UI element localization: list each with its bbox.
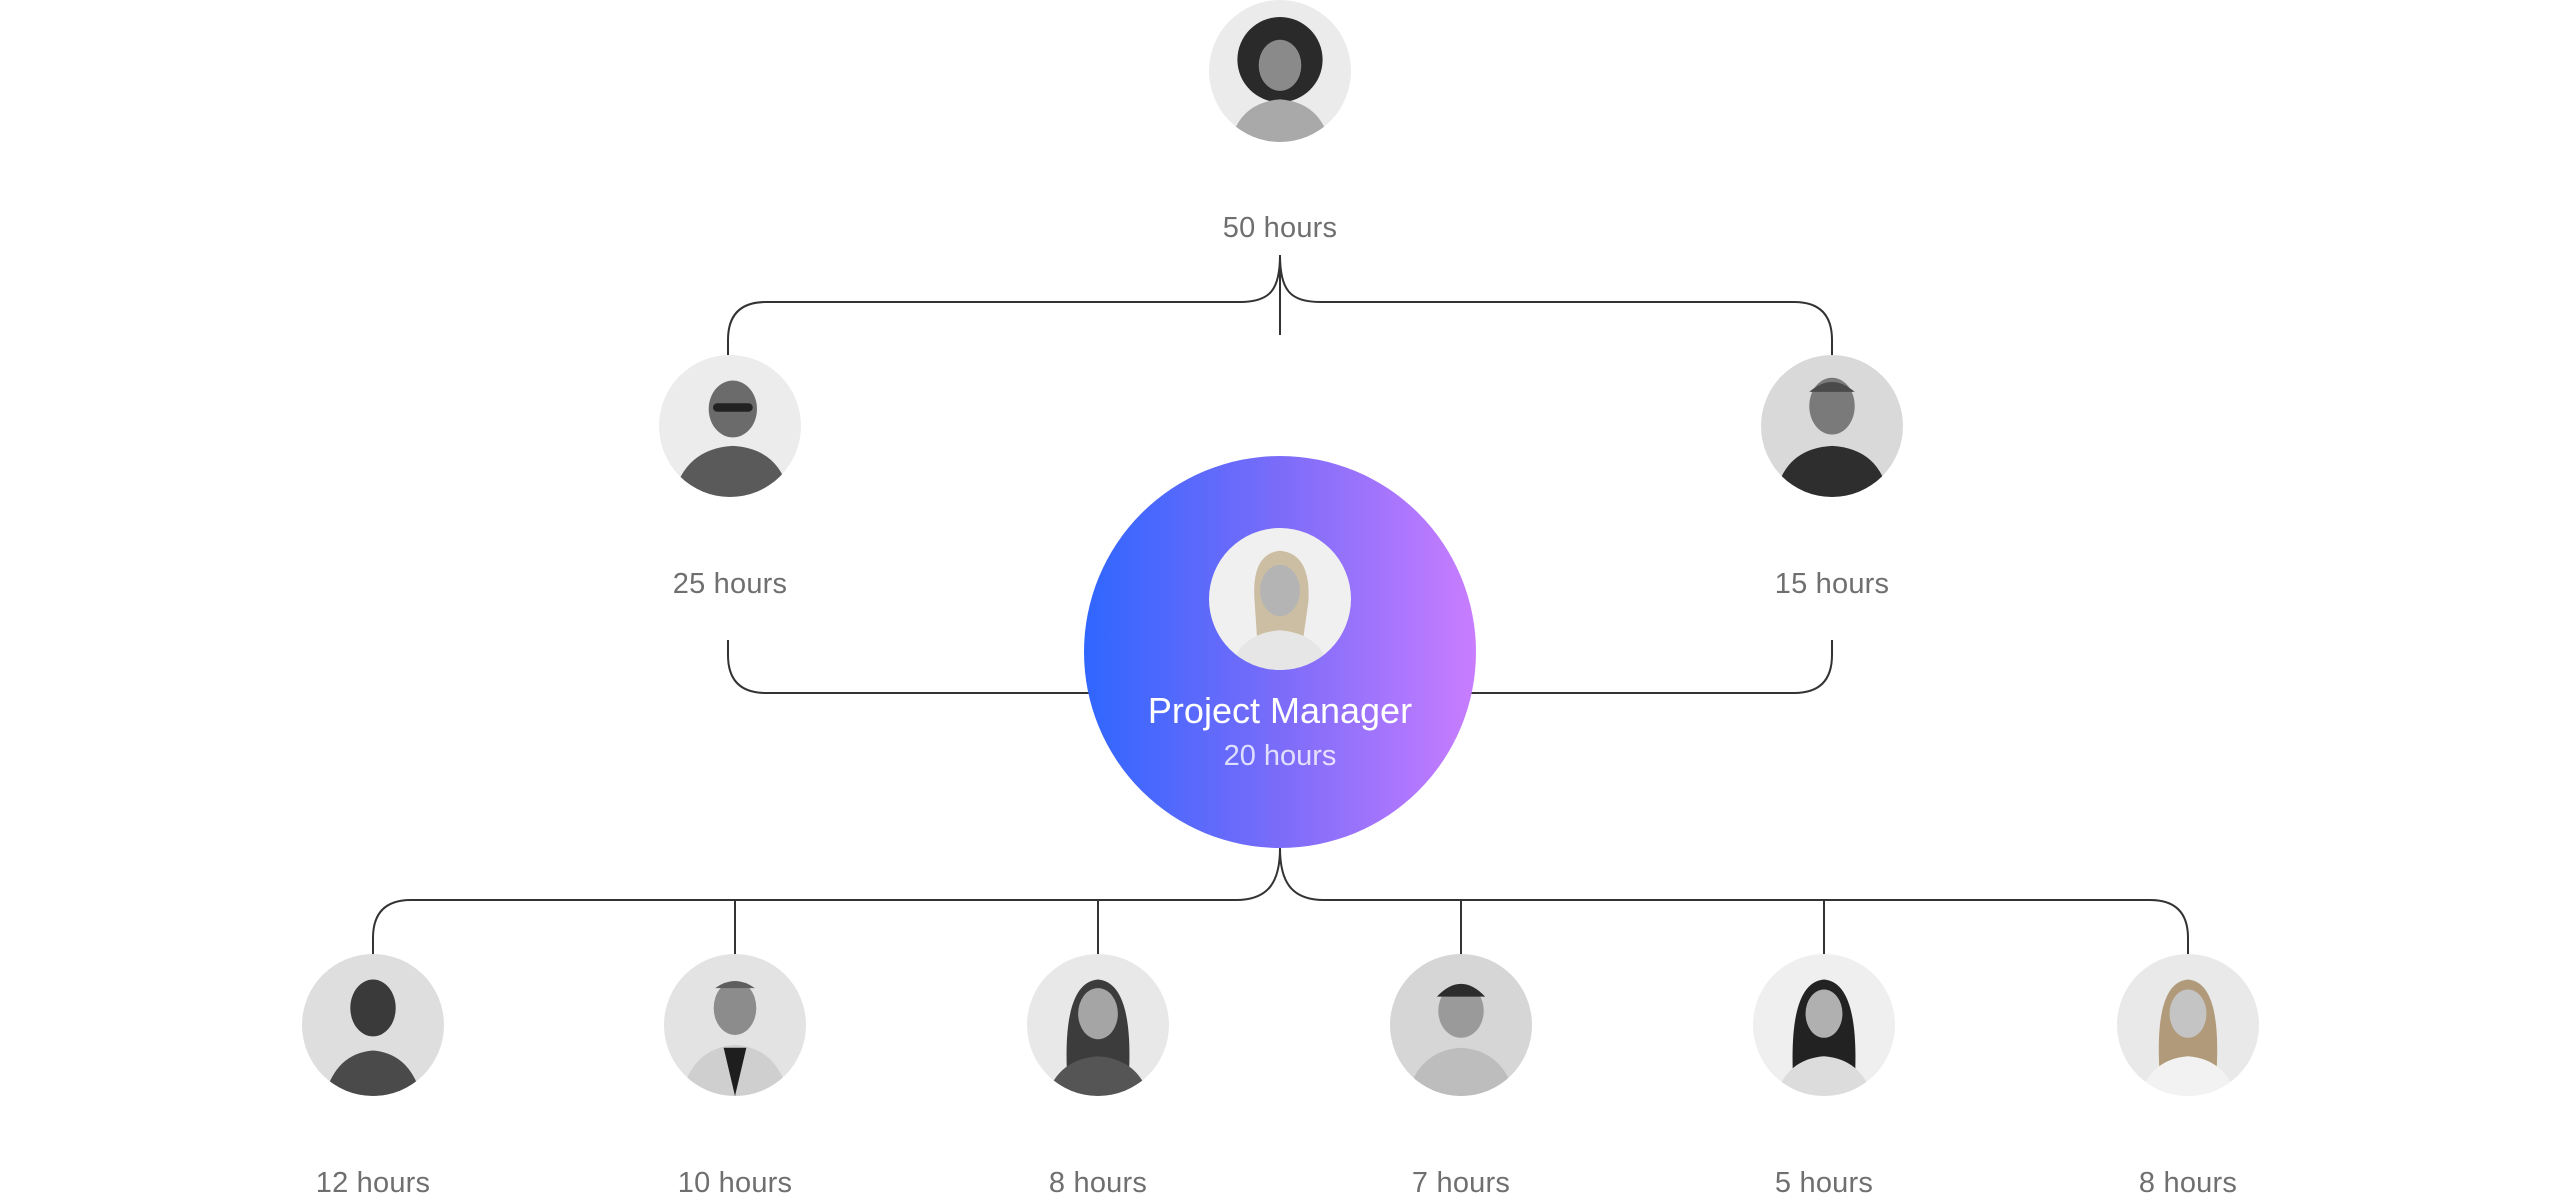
project-manager-hours: 20 hours xyxy=(1223,740,1337,772)
team-5-hours: 5 hours xyxy=(1774,1167,1874,1199)
avatar-lead-left xyxy=(659,355,801,497)
connector-pm-right-branch xyxy=(1279,847,2189,956)
project-manager-title: Project Manager xyxy=(1147,690,1413,731)
lead-left-hours: 25 hours xyxy=(672,568,788,600)
connector-top-right xyxy=(1279,254,1833,355)
lead-right-hours: 15 hours xyxy=(1774,568,1890,600)
avatar-top xyxy=(1209,0,1351,142)
avatar-project-manager xyxy=(1209,528,1351,670)
team-6-hours: 8 hours xyxy=(2138,1167,2238,1199)
connector-pm-left-branch xyxy=(372,847,1281,956)
avatar-team-4 xyxy=(1390,954,1532,1096)
team-2-hours: 10 hours xyxy=(677,1167,793,1199)
team-1-hours: 12 hours xyxy=(315,1167,431,1199)
avatar-team-3 xyxy=(1027,954,1169,1096)
team-4-hours: 7 hours xyxy=(1411,1167,1511,1199)
connector-left-pm xyxy=(727,640,1090,694)
top-hours: 50 hours xyxy=(1222,212,1338,244)
connector-top-left xyxy=(727,254,1281,355)
avatar-team-6 xyxy=(2117,954,2259,1096)
team-3-hours: 8 hours xyxy=(1048,1167,1148,1199)
avatar-team-1 xyxy=(302,954,444,1096)
avatar-team-2 xyxy=(664,954,806,1096)
avatar-lead-right xyxy=(1761,355,1903,497)
avatar-team-5 xyxy=(1753,954,1895,1096)
connector-right-pm xyxy=(1470,640,1833,694)
